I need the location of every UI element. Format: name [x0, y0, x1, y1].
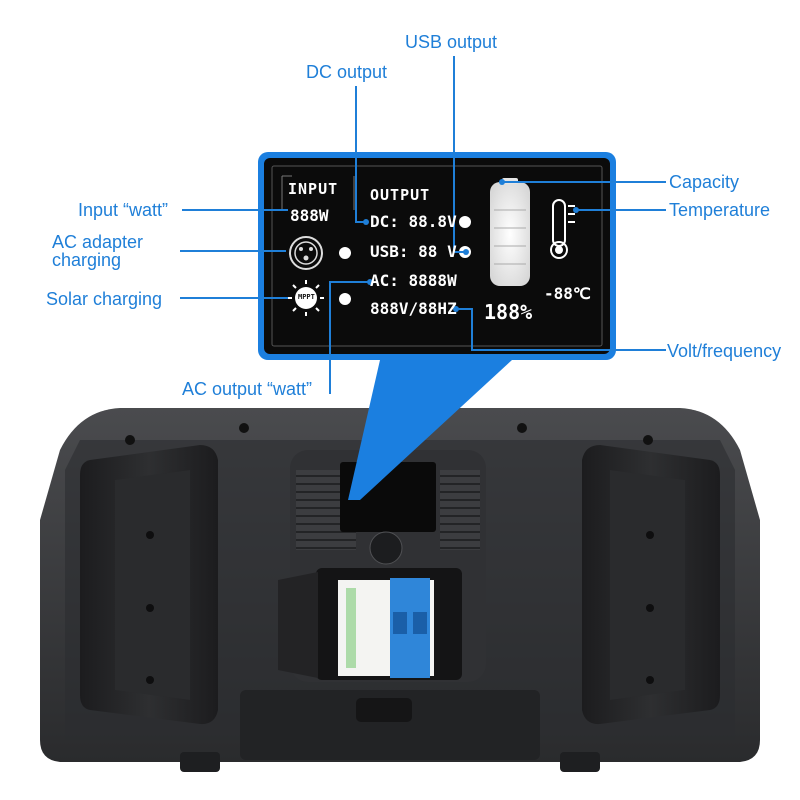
- right-handle: [582, 445, 720, 725]
- output-header: OUTPUT: [370, 186, 431, 204]
- input-watts-readout: 888W: [290, 206, 329, 225]
- volt-frequency-readout: 888V/88HZ: [370, 299, 457, 318]
- ac-adapter-label-line2: charging: [52, 250, 122, 270]
- temperature-readout: -88℃: [544, 284, 591, 303]
- breaker-compartment: [278, 568, 462, 680]
- ac-readout: AC: 8888W: [370, 271, 457, 290]
- temperature-label: Temperature: [669, 200, 771, 220]
- callout-lines: [180, 56, 666, 394]
- thermometer-icon: [550, 199, 575, 259]
- callout-dots: [363, 179, 579, 312]
- mppt-label: MPPT: [298, 293, 315, 301]
- ac-output-watt-label: AC output “watt”: [182, 379, 313, 399]
- usb-readout: USB: 88 V: [370, 242, 457, 261]
- dc-readout: DC: 88.8V: [370, 212, 457, 231]
- usb-output-label: USB output: [405, 32, 498, 52]
- left-handle: [80, 445, 218, 725]
- percent-readout: 188%: [484, 300, 533, 324]
- dc-output-label: DC output: [306, 62, 388, 82]
- volt-frequency-label: Volt/frequency: [667, 341, 782, 361]
- solar-sun-icon: [288, 280, 324, 316]
- input-header: INPUT: [288, 180, 339, 198]
- solar-charging-label: Solar charging: [46, 289, 163, 309]
- input-watt-label: Input “watt”: [78, 200, 169, 220]
- ac-adapter-icon: [289, 236, 323, 270]
- capacity-label: Capacity: [669, 172, 740, 192]
- ac-adapter-label-line1: AC adapter: [52, 232, 144, 252]
- dc-output-indicator: [459, 216, 471, 228]
- ac-input-indicator: [339, 247, 351, 259]
- solar-input-indicator: [339, 293, 351, 305]
- zoom-beam: [348, 360, 512, 500]
